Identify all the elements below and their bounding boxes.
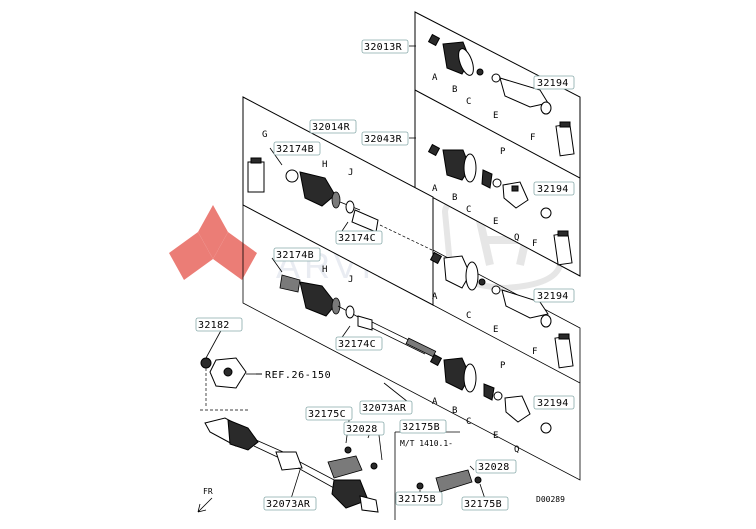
label-32175B-left[interactable]: 32175B [395, 491, 443, 506]
label-32174C-mid[interactable]: 32174C [335, 336, 383, 351]
svg-text:32014R: 32014R [312, 122, 351, 133]
label-32194-4[interactable]: 32194 [533, 395, 575, 410]
svg-text:32028: 32028 [478, 462, 510, 473]
main-shaft-parts [279, 274, 552, 434]
hub-detail [200, 357, 262, 411]
label-32043R[interactable]: 32043R [361, 131, 409, 146]
boot-kit-third [429, 251, 574, 369]
svg-text:32043R: 32043R [364, 134, 403, 145]
diagram-code: D00289 [536, 495, 565, 504]
svg-text:32073AR: 32073AR [362, 403, 407, 414]
label-32174C-top[interactable]: 32174C [335, 230, 383, 245]
label-32028-left[interactable]: 32028 [343, 421, 385, 436]
svg-text:32073AR: 32073AR [266, 499, 311, 510]
svg-text:32174C: 32174C [338, 233, 376, 244]
callout-a-2: A [432, 184, 438, 194]
callout-f-2: F [532, 239, 537, 249]
label-32194-2[interactable]: 32194 [533, 181, 575, 196]
callout-e-2: E [493, 217, 498, 227]
callout-b-4: B [452, 406, 457, 416]
svg-text:32013R: 32013R [364, 42, 403, 53]
svg-text:32194: 32194 [537, 291, 569, 302]
label-32073AR-mid[interactable]: 32073AR [359, 400, 413, 415]
svg-text:32174B: 32174B [276, 250, 314, 261]
fr-arrow-icon [197, 497, 213, 513]
brackets [327, 446, 482, 493]
callout-c-3: C [466, 311, 471, 321]
svg-text:32175B: 32175B [398, 494, 436, 505]
callout-e-4: E [493, 431, 498, 441]
svg-text:32175B: 32175B [402, 422, 440, 433]
callout-b-2: B [452, 193, 457, 203]
svg-text:32175C: 32175C [308, 409, 346, 420]
callout-q-1: Q [514, 233, 519, 243]
svg-text:32194: 32194 [537, 184, 569, 195]
ref-note[interactable]: REF.26-150 [265, 370, 331, 381]
label-32014R[interactable]: 32014R [309, 119, 357, 134]
part-number-labels: 32013R 32043R 32014R 32174B 32174B 32174… [195, 39, 575, 511]
label-32073AR-bottom[interactable]: 32073AR [263, 496, 317, 511]
boot-kit-second [427, 143, 573, 266]
bottom-drive-shaft [204, 417, 379, 513]
svg-text:32174C: 32174C [338, 339, 376, 350]
callout-e-1: E [493, 111, 498, 121]
label-32194-1[interactable]: 32194 [533, 75, 575, 90]
callout-a-4: A [432, 397, 438, 407]
label-32174B-top[interactable]: 32174B [273, 141, 321, 156]
label-32175B-right[interactable]: 32175B [461, 496, 509, 511]
label-32013R[interactable]: 32013R [361, 39, 409, 54]
letter-callouts: A B C E F A B C E P Q F G H J H J A C E … [262, 73, 537, 455]
svg-text:32028: 32028 [346, 424, 378, 435]
label-32175B-top[interactable]: 32175B [399, 419, 447, 434]
svg-text:32194: 32194 [537, 78, 569, 89]
callout-f-1: F [530, 133, 535, 143]
callout-h-1: H [322, 160, 327, 170]
label-32182[interactable]: 32182 [195, 317, 243, 332]
callout-a-3: A [432, 292, 438, 302]
callout-q-2: Q [514, 445, 519, 455]
fr-label: FR [203, 487, 213, 496]
diamond-logo-icon [169, 205, 257, 280]
callout-a-1: A [432, 73, 438, 83]
label-32175C[interactable]: 32175C [305, 406, 353, 421]
callout-j-1: J [348, 168, 353, 178]
svg-text:32174B: 32174B [276, 144, 314, 155]
callout-p-2: P [500, 361, 506, 371]
callout-e-3: E [493, 325, 498, 335]
callout-f-3: F [532, 347, 537, 357]
label-32194-3[interactable]: 32194 [533, 288, 575, 303]
callout-p-1: P [500, 147, 506, 157]
callout-h-2: H [322, 265, 327, 275]
label-32174B-mid[interactable]: 32174B [273, 247, 321, 262]
svg-text:32182: 32182 [198, 320, 230, 331]
boot-kit-top [427, 33, 575, 157]
callout-c-1: C [466, 97, 471, 107]
svg-text:32194: 32194 [537, 398, 569, 409]
mt-note: M/T 1410.1- [400, 439, 453, 448]
callout-c-2: C [466, 205, 471, 215]
label-32028-right[interactable]: 32028 [475, 459, 517, 474]
fr-indicator: FR [197, 487, 213, 513]
callout-j-2: J [348, 275, 353, 285]
callout-c-4: C [466, 417, 471, 427]
svg-text:32175B: 32175B [464, 499, 502, 510]
callout-b-1: B [452, 85, 457, 95]
callout-g: G [262, 130, 267, 140]
panel-main-shaft [242, 205, 581, 481]
